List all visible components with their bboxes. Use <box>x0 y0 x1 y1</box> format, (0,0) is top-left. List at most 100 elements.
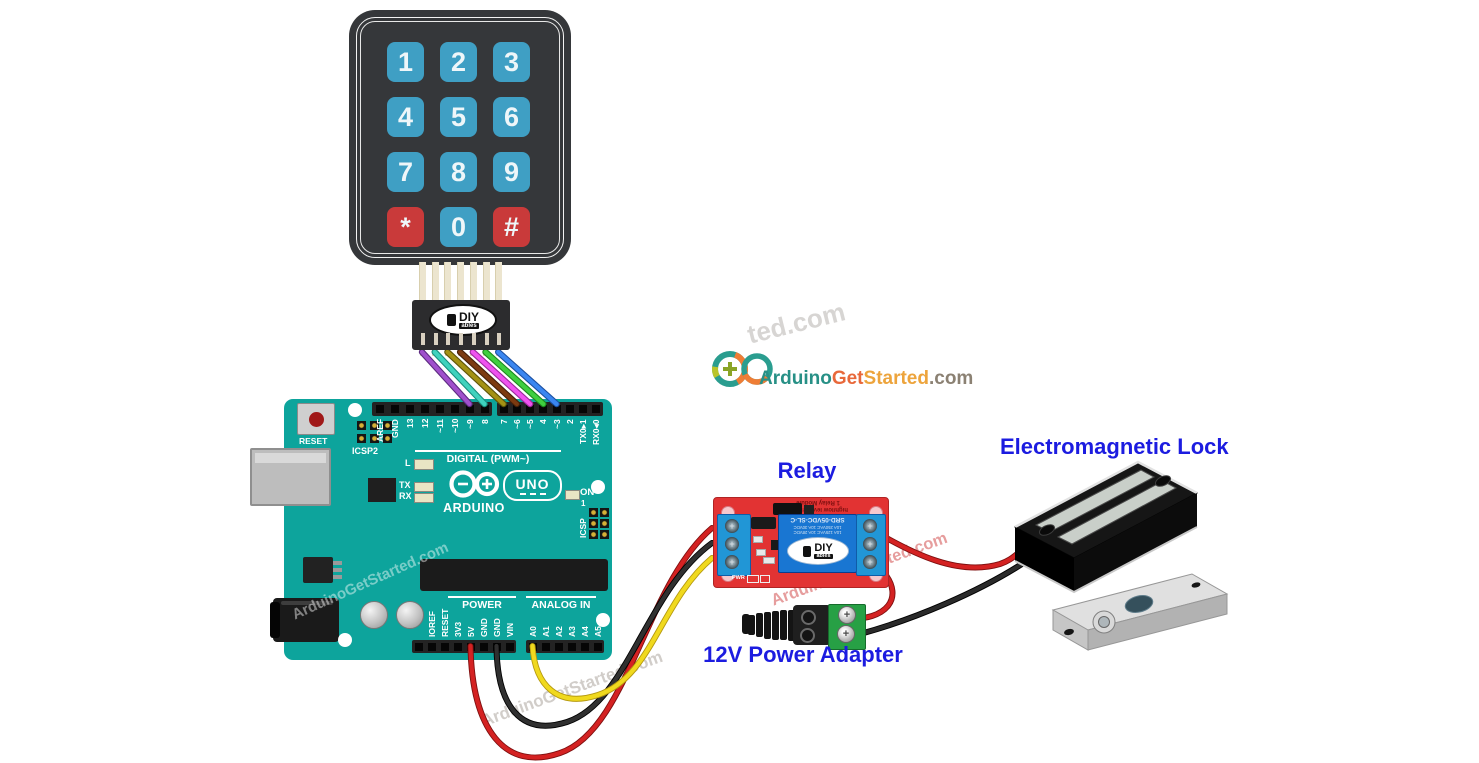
analog-header-pin <box>554 643 563 651</box>
digital-header-right-pin <box>526 405 535 413</box>
mounting-hole <box>338 633 352 647</box>
analog-section-line <box>526 596 596 598</box>
armature-hole <box>1064 628 1074 636</box>
uno-badge: UNO <box>503 470 562 501</box>
atmega-chip <box>420 559 608 591</box>
digital-header-left-pin <box>405 405 414 413</box>
keypad-wire-blue-edge <box>495 348 560 408</box>
digital-pin-label-4: 4 <box>538 419 549 424</box>
keypad-wire-cyan-to-pin-8 <box>432 349 487 407</box>
usb-connector <box>250 448 331 506</box>
lock-magnet-strip <box>1056 480 1178 545</box>
lock-screw-hole <box>1155 475 1171 487</box>
power-section-line <box>448 596 516 598</box>
icsp2-pin <box>357 421 366 430</box>
keypad-wire-green-edge <box>482 348 547 408</box>
analog-header-pin <box>580 643 589 651</box>
ribbon-wire <box>469 262 477 302</box>
relay-output-screw: + <box>863 555 877 569</box>
connector-slot <box>497 333 502 345</box>
adapter-body <box>793 605 831 645</box>
digital-header-right-pin <box>539 405 548 413</box>
power-pin-label-RESET: RESET <box>439 608 450 637</box>
relay-pwr-led <box>747 575 759 583</box>
power-header-pin <box>479 643 488 651</box>
digital-header-left-pin <box>390 405 399 413</box>
analog-pin-label-A4: A4 <box>579 626 590 637</box>
icsp2-pin <box>370 421 379 430</box>
power-header-pin <box>492 643 501 651</box>
digital-pin-label-AREF: AREF <box>374 418 385 442</box>
relay-module: high/low level trigger 1 Relay Module SR… <box>713 497 889 588</box>
ribbon-wire <box>444 262 452 302</box>
armature-screw-center <box>1098 616 1110 628</box>
relay-cube: SRD-05VDC-SL-C 10A 125VAC 10A 28VDC 10A … <box>778 514 857 573</box>
relay-model-text: SRD-05VDC-SL-C <box>790 516 845 523</box>
logo-text-arduino: Arduino <box>759 368 832 389</box>
power-header-pin <box>414 643 423 651</box>
watermark-top: ted.com <box>744 296 849 350</box>
digital-pin-label-13: 13 <box>404 418 415 428</box>
power-jack <box>270 598 339 642</box>
relay-jumper <box>773 503 802 515</box>
power-jack-cap <box>270 602 280 638</box>
power-pin-label-VIN: VIN <box>504 622 515 637</box>
power-jack-gloss <box>281 601 333 605</box>
relay-pwr-label: PWR <box>732 575 745 581</box>
connector-slot <box>446 333 451 345</box>
regulator-pin <box>333 561 342 565</box>
icsp-label: ICSP <box>578 518 588 538</box>
keypad-key-0: 0 <box>440 207 477 247</box>
power-adapter-label: 12V Power Adapter <box>703 642 903 667</box>
keypad-wire-purple-to-pin-9 <box>419 349 472 407</box>
led-l-label: L <box>405 458 411 468</box>
analog-section-label: ANALOG IN <box>531 599 591 611</box>
keypad-wire-blue-to-pin-3 <box>496 349 559 407</box>
keypad-key-star: * <box>387 207 424 247</box>
analog-pin-label-A1: A1 <box>540 626 551 637</box>
digital-pin-label-~3: ~3 <box>551 419 562 429</box>
digital-pin-label-2: 2 <box>564 419 575 424</box>
power-header-pin <box>440 643 449 651</box>
adapter-plug-ridge <box>780 610 787 640</box>
armature-plate-top <box>1051 573 1229 631</box>
armature-center-hole <box>1124 595 1154 613</box>
relay-jumper-pin <box>804 505 814 514</box>
diyables-logo-icon <box>446 314 456 326</box>
ribbon-wire <box>495 262 503 302</box>
logo-text-get: Get <box>831 368 864 389</box>
armature-plate-front <box>1087 593 1228 651</box>
analog-header-pin <box>528 643 537 651</box>
digital-section-label: DIGITAL (PWM~) <box>446 453 530 465</box>
digital-header-right-pin <box>565 405 574 413</box>
icsp2-pin <box>383 434 392 443</box>
icsp-pin <box>600 519 609 528</box>
keypad-wire-brown-edge <box>456 348 521 408</box>
adapter-terminal-screw: + <box>838 606 856 624</box>
relay-terminal-screw: + <box>725 519 739 533</box>
mounting-hole <box>591 480 605 494</box>
analog-header <box>526 640 604 653</box>
power-pin-label-3V3: 3V3 <box>452 621 463 637</box>
led-rx <box>414 493 434 503</box>
led-l <box>414 459 434 470</box>
icsp-pin1-label: 1 <box>581 499 586 508</box>
adapter-plug-tip <box>742 614 750 634</box>
led-tx-label: TX <box>399 480 411 490</box>
keypad-key-hash: # <box>493 207 530 247</box>
diyables-logo-subtext: ables <box>459 323 479 329</box>
lock-front-right-face <box>1074 493 1197 592</box>
icsp2-label: ICSP2 <box>352 446 379 456</box>
relay-terminal-screw: + <box>725 537 739 551</box>
analog-pin-label-A0: A0 <box>527 626 538 637</box>
icsp-pin <box>589 530 598 539</box>
usb-connector-highlight <box>255 453 326 463</box>
relay-rating-line1: 10A 250VAC 10A 30VDC <box>793 525 842 530</box>
icsp-pin <box>589 519 598 528</box>
lock-bottom-rim <box>1014 526 1198 594</box>
reset-button-cap <box>308 411 324 427</box>
chip-small <box>368 478 396 502</box>
relay-output-screw: + <box>863 519 877 533</box>
relay-diyables-logo: DIY ables <box>787 537 849 565</box>
